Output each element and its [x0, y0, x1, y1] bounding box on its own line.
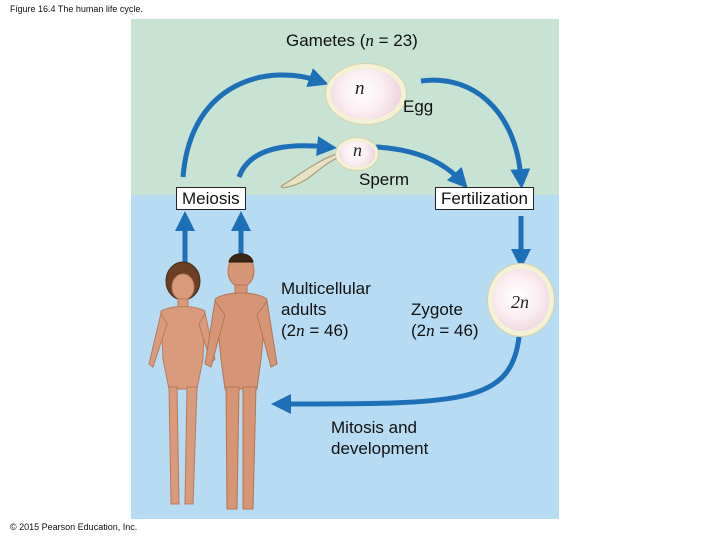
- arrow-meiosis-to-sperm: [236, 136, 337, 179]
- egg-label: Egg: [403, 97, 434, 116]
- figure-caption: Figure 16.4 The human life cycle.: [10, 4, 143, 14]
- cycle-arrows: [148, 68, 531, 510]
- fertilization-label: Fertilization: [435, 187, 534, 210]
- life-cycle-panel: n n 2n Gametes (n = 23) Egg Sperm Meiosi…: [131, 19, 559, 519]
- egg-ploidy-label: n: [355, 78, 365, 99]
- meiosis-label: Meiosis: [176, 187, 246, 210]
- arrow-sperm-to-fertilization: [375, 144, 468, 189]
- sperm-ploidy-label: n: [353, 140, 362, 160]
- sperm-cell: [339, 141, 375, 167]
- woman-figure: [148, 261, 216, 505]
- egg-cell: [331, 69, 401, 119]
- mitosis-label: Mitosis and development: [331, 418, 429, 458]
- zygote-cell: [493, 269, 549, 331]
- arrow-mitosis: [271, 336, 522, 414]
- copyright-notice: © 2015 Pearson Education, Inc.: [10, 522, 138, 532]
- adults-label: Multicellular adults (2n = 46): [281, 279, 371, 340]
- arrow-egg-to-fertilization: [420, 77, 531, 189]
- sperm-label: Sperm: [359, 170, 410, 189]
- zygote-label: Zygote (2n = 46): [411, 300, 479, 340]
- man-figure: [204, 253, 278, 510]
- gametes-label: Gametes (n = 23): [286, 31, 418, 50]
- sperm-tail: [280, 152, 342, 189]
- zygote-ploidy-label: 2n: [511, 292, 529, 312]
- arrow-meiosis-to-egg: [180, 68, 329, 178]
